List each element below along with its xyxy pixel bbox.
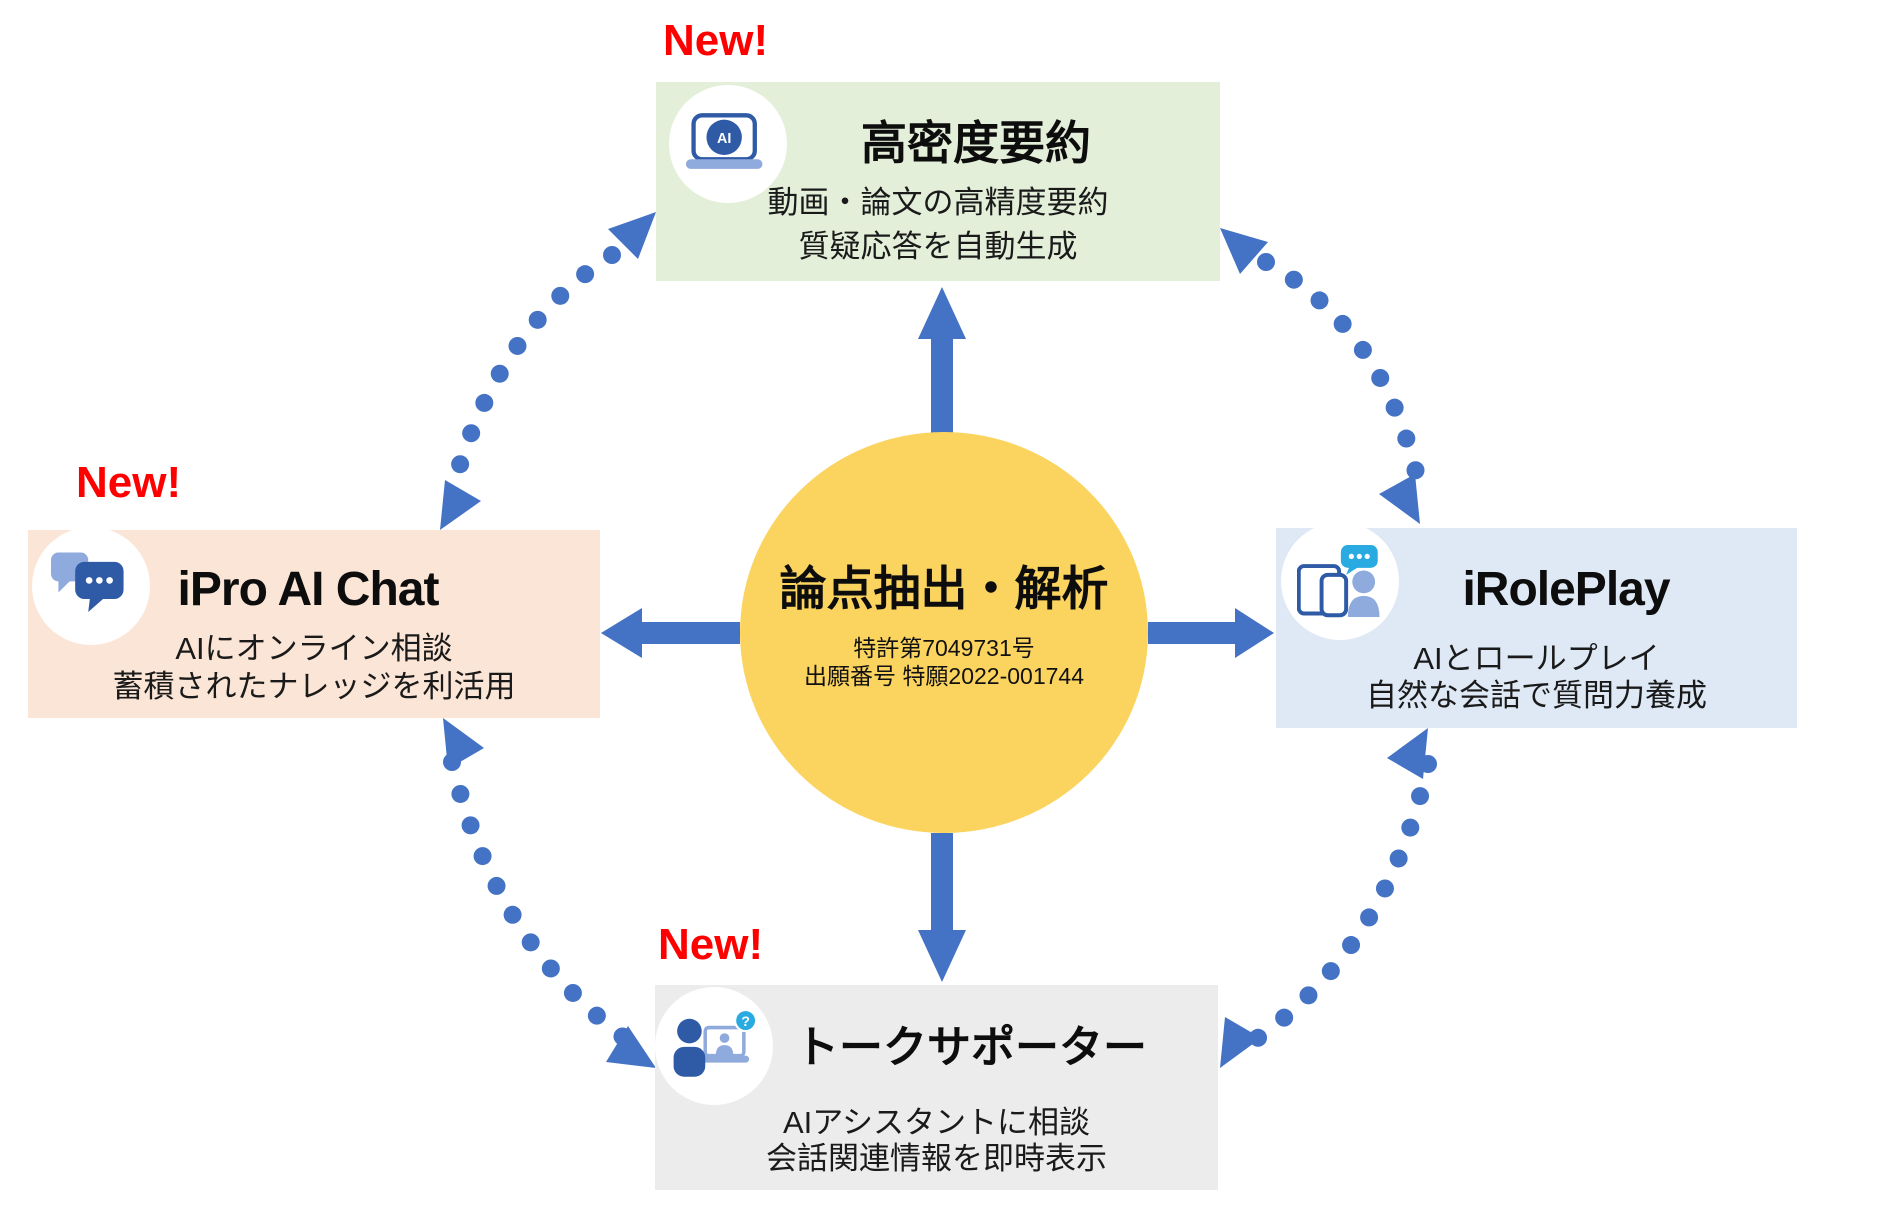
iroleplay-desc-2: 自然な会話で質問力養成 bbox=[1366, 678, 1707, 713]
ipro-desc-1: AIにオンライン相談 bbox=[175, 631, 453, 666]
iroleplay-desc-1: AIとロールプレイ bbox=[1413, 641, 1660, 676]
chat-icon-circle bbox=[32, 527, 150, 645]
feature-box-ipro-ai-chat: iPro AI Chat AIにオンライン相談 蓄積されたナレッジを利活用 bbox=[28, 527, 600, 718]
arc-top-left bbox=[440, 212, 656, 530]
arrow-up bbox=[918, 287, 966, 433]
center-title: 論点抽出・解析 bbox=[779, 562, 1109, 615]
talk-supporter-desc-1: AIアシスタントに相談 bbox=[782, 1105, 1091, 1140]
chat-bubbles-icon bbox=[51, 552, 124, 613]
new-badge-top: New! bbox=[663, 16, 769, 65]
summary-desc-1: 動画・論文の高精度要約 bbox=[767, 185, 1109, 220]
ipro-desc-2: 蓄積されたナレッジを利活用 bbox=[112, 669, 516, 704]
patent-number: 特許第7049731号 bbox=[853, 635, 1035, 661]
feature-box-summary: AI 高密度要約 動画・論文の高精度要約 質疑応答を自動生成 bbox=[656, 82, 1220, 281]
talk-supporter-title: トークサポーター bbox=[795, 1023, 1147, 1072]
iroleplay-title: iRolePlay bbox=[1462, 563, 1670, 616]
device-person-icon bbox=[1297, 545, 1380, 618]
arrow-left bbox=[601, 608, 740, 658]
center-node: 論点抽出・解析 特許第7049731号 出願番号 特願2022-001744 bbox=[740, 432, 1148, 833]
person-laptop-question-icon: ? bbox=[673, 1010, 758, 1077]
summary-icon-circle: AI bbox=[669, 85, 787, 203]
roleplay-icon-circle bbox=[1281, 522, 1399, 640]
arrow-right bbox=[1148, 608, 1274, 658]
arc-bottom-left bbox=[443, 718, 656, 1068]
ai-laptop-icon: AI bbox=[685, 113, 763, 169]
ipro-ai-chat-title: iPro AI Chat bbox=[177, 563, 440, 616]
application-number: 出願番号 特願2022-001744 bbox=[804, 663, 1084, 689]
question-label: ? bbox=[741, 1013, 750, 1029]
feature-box-iroleplay: iRolePlay AIとロールプレイ 自然な会話で質問力養成 bbox=[1276, 522, 1797, 728]
summary-title: 高密度要約 bbox=[861, 117, 1091, 169]
new-badge-bottom: New! bbox=[658, 920, 764, 969]
summary-desc-2: 質疑応答を自動生成 bbox=[798, 229, 1078, 264]
feature-box-talk-supporter: ? トークサポーター AIアシスタントに相談 会話関連情報を即時表示 bbox=[655, 985, 1218, 1190]
new-badge-left: New! bbox=[76, 458, 182, 507]
talk-supporter-icon-circle: ? bbox=[655, 987, 773, 1105]
arc-bottom-right bbox=[1220, 728, 1437, 1068]
talk-supporter-desc-2: 会話関連情報を即時表示 bbox=[766, 1141, 1107, 1176]
arc-top-right bbox=[1220, 228, 1429, 524]
arrow-down bbox=[918, 833, 966, 982]
ai-label: AI bbox=[717, 131, 731, 147]
